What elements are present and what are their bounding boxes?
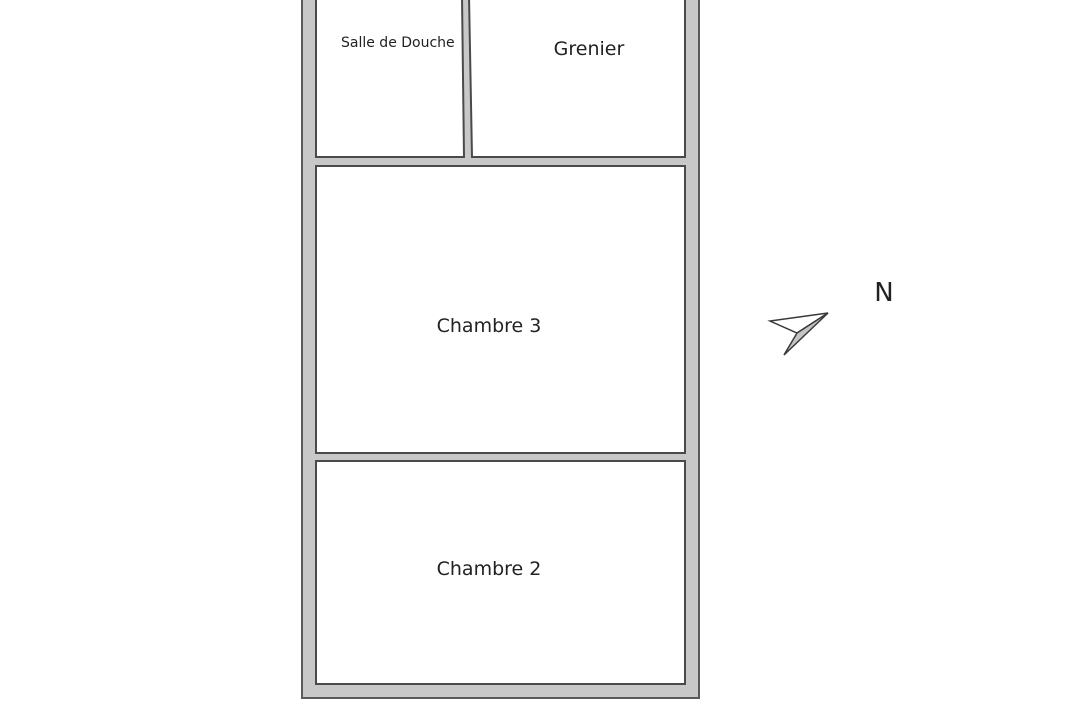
room-chambre-2 — [315, 460, 686, 685]
room-grenier — [468, 0, 686, 158]
room-salle-de-douche — [315, 0, 466, 158]
compass-arrow-light-half — [767, 312, 829, 334]
room-chambre-3 — [315, 165, 686, 454]
label-salle-de-douche: Salle de Douche — [341, 35, 455, 51]
compass-arrow-dark-half — [783, 312, 829, 356]
label-chambre-3: Chambre 3 — [437, 315, 542, 337]
compass-arrow-icon — [767, 312, 829, 356]
label-grenier: Grenier — [554, 38, 625, 60]
label-chambre-2: Chambre 2 — [437, 558, 542, 580]
north-label: N — [874, 278, 893, 308]
